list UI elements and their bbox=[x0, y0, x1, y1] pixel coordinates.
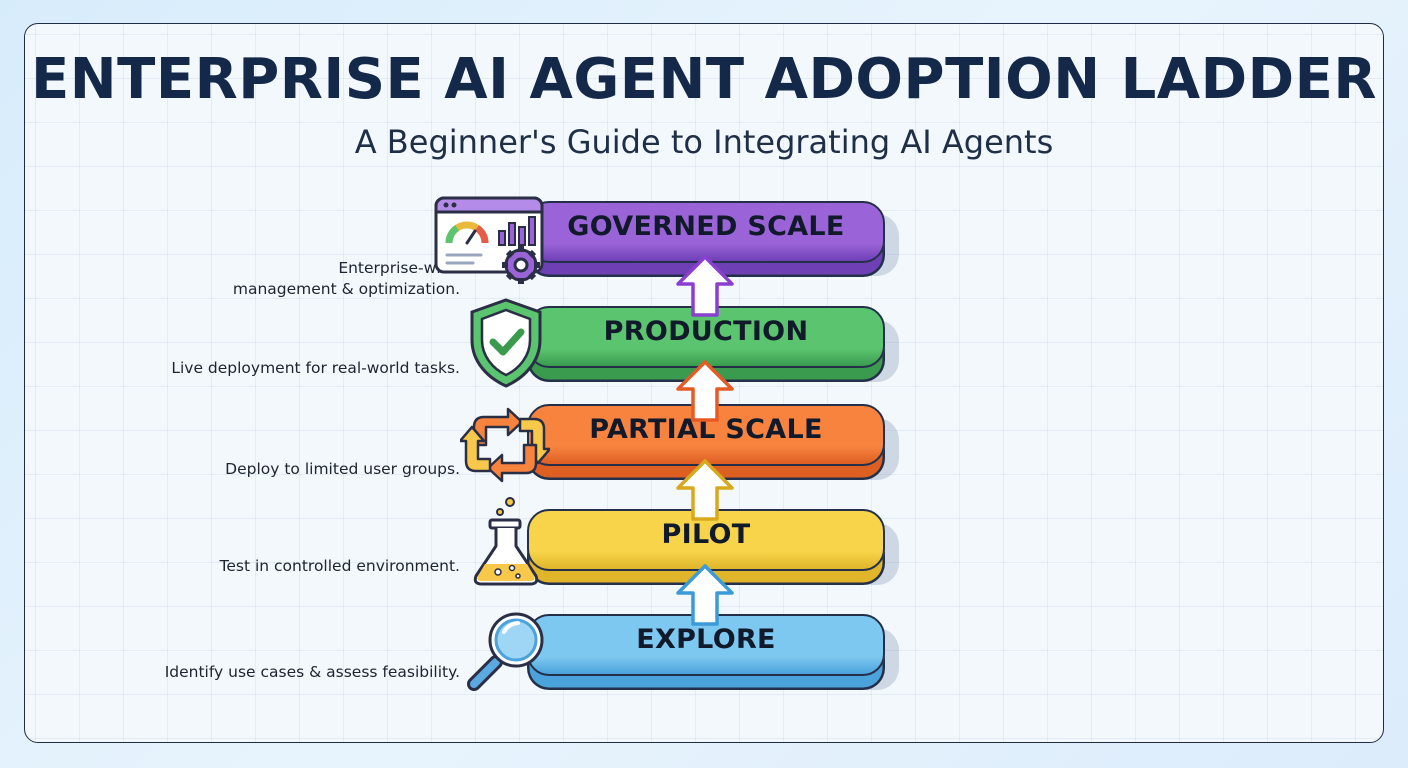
step-explore: EXPLORE bbox=[527, 614, 885, 676]
step-description-governed-scale: Enterprise-wide management & optimizatio… bbox=[232, 259, 460, 298]
up-arrow-icon bbox=[676, 459, 734, 521]
dashboard-gear-icon bbox=[434, 196, 544, 284]
shield-check-icon bbox=[470, 298, 542, 388]
cycle-arrows-icon bbox=[460, 407, 550, 483]
up-arrow-icon bbox=[676, 255, 734, 317]
step-description-production: Live deployment for real-world tasks. bbox=[171, 359, 460, 377]
magnifier-icon bbox=[467, 612, 544, 691]
step-description-pilot: Test in controlled environment. bbox=[219, 557, 461, 575]
diagram-title: ENTERPRISE AI AGENT ADOPTION LADDER bbox=[31, 47, 1377, 112]
up-arrow-icon bbox=[676, 564, 734, 626]
up-arrow-icon bbox=[676, 360, 734, 422]
step-description-explore: Identify use cases & assess feasibility. bbox=[164, 663, 460, 681]
diagram-subtitle: A Beginner's Guide to Integrating AI Age… bbox=[354, 123, 1054, 161]
flask-icon bbox=[473, 497, 539, 586]
step-description-partial-scale: Deploy to limited user groups. bbox=[225, 460, 460, 478]
